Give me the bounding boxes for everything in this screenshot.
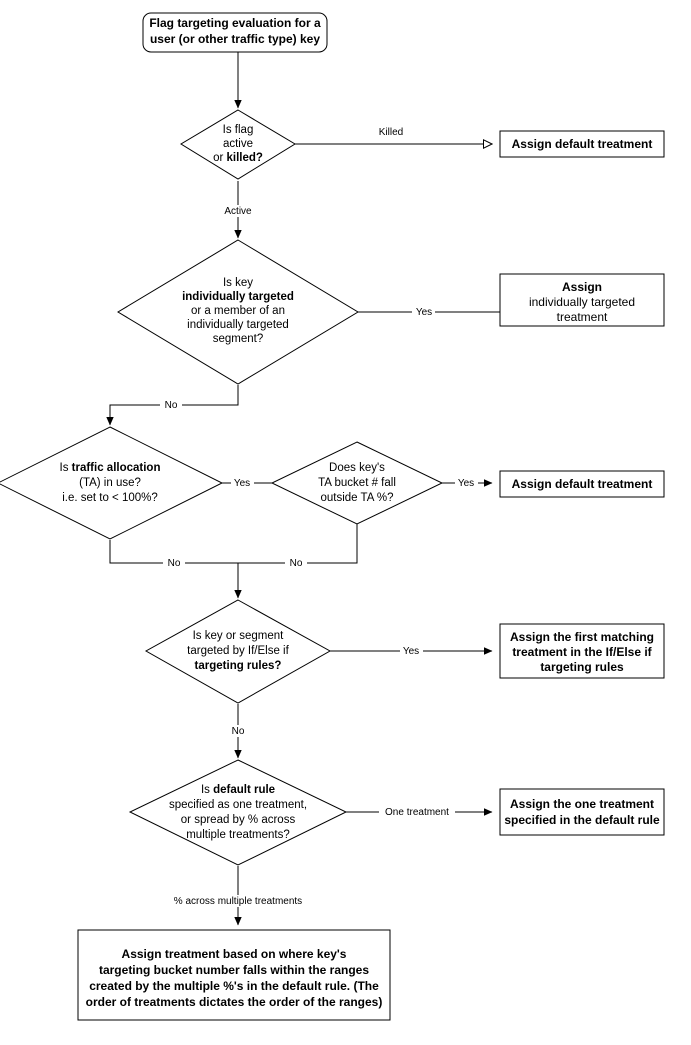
box-percent-spread-shape [77, 929, 391, 1021]
decision-ta-bucket-line-3: outside TA %? [320, 492, 393, 504]
node-decision-individually-targeted[interactable]: Is key individually targeted or a member… [117, 239, 359, 385]
decision-ta-bucket-shape [270, 441, 444, 525]
edge-traffic-allocation-no-to-if-else [109, 540, 238, 564]
box-percent-spread-line-1: Assign treatment based on where key's [122, 947, 347, 961]
label-bg-no-ta [163, 557, 185, 569]
start-line-2: user (or other traffic type) key [150, 32, 320, 46]
edge-label-one-treatment: One treatment [385, 807, 449, 818]
decision-ta-bucket-line-1: Does key's [329, 462, 385, 474]
box-first-matching-treatment-shape [499, 623, 665, 679]
node-box-default-treatment-2[interactable]: Assign default treatment [499, 470, 665, 498]
node-decision-flag-active[interactable]: Is flag active or killed? [180, 109, 296, 180]
box-individually-targeted-treatment-line-2: individually targeted [529, 295, 635, 309]
box-default-treatment-1-line-1: Assign default treatment [512, 137, 653, 151]
label-bg-yes-ta [231, 477, 254, 489]
edge-label-no-ta-bucket: No [290, 558, 303, 569]
edge-label-yes-ta-bucket: Yes [458, 478, 474, 489]
edge-label-no-if-else: No [232, 726, 245, 737]
box-default-treatment-2-shape [499, 470, 665, 498]
decision-individually-targeted-line-3: or a member of an [191, 305, 285, 317]
decision-individually-targeted-line-1: Is key [223, 277, 253, 289]
label-bg-no-individual [160, 399, 182, 411]
edge-ta-bucket-no-to-if-else [238, 523, 358, 564]
label-bg-no-ifelse [227, 725, 249, 737]
decision-traffic-allocation-line-2: (TA) in use? [79, 477, 141, 489]
label-bg-one-treatment [379, 806, 455, 818]
decision-individually-targeted-line-5: segment? [213, 333, 264, 345]
label-bg-killed [374, 126, 408, 138]
decision-default-rule-line-4: multiple treatments? [186, 829, 290, 841]
start-line-1: Flag targeting evaluation for a [149, 16, 321, 30]
decision-if-else-rules-line-2: targeted by If/Else if [187, 645, 289, 657]
node-box-one-treatment[interactable]: Assign the one treatment specified in th… [499, 788, 665, 836]
start-shape [142, 12, 328, 53]
edge-labels-layer: Killed Active Yes No Yes No Yes No Yes N… [160, 126, 478, 907]
edge-label-no-individually-targeted: No [165, 400, 178, 411]
box-individually-targeted-treatment-line-3: treatment [557, 310, 608, 324]
label-bg-yes-bucket [455, 477, 478, 489]
box-percent-spread-line-4: order of treatments dictates the order o… [86, 995, 383, 1009]
decision-flag-active-line-1: Is flag [223, 124, 254, 136]
edge-label-yes-if-else: Yes [403, 646, 419, 657]
decision-individually-targeted-shape [117, 239, 359, 385]
node-decision-if-else-rules[interactable]: Is key or segment targeted by If/Else if… [144, 599, 332, 704]
box-first-matching-treatment-line-1: Assign the first matching [510, 630, 654, 644]
node-box-default-treatment-1[interactable]: Assign default treatment [499, 130, 665, 158]
label-bg-percent-across [160, 895, 318, 907]
decision-traffic-allocation-shape [0, 426, 224, 540]
box-default-treatment-1-shape [499, 130, 665, 158]
decision-flag-active-shape [180, 109, 296, 180]
edge-label-no-traffic-allocation: No [168, 558, 181, 569]
decision-if-else-rules-line-1: Is key or segment [193, 630, 285, 642]
box-individually-targeted-treatment-line-1: Assign [562, 280, 602, 294]
label-bg-yes-individual [412, 306, 435, 318]
node-box-first-matching-treatment[interactable]: Assign the first matching treatment in t… [499, 623, 665, 679]
decision-individually-targeted-line-4: individually targeted [187, 319, 289, 331]
decision-individually-targeted-line-2: individually targeted [182, 291, 294, 303]
box-individually-targeted-treatment-shape [499, 273, 665, 327]
box-default-treatment-2-line-1: Assign default treatment [512, 477, 653, 491]
decision-traffic-allocation-line-3: i.e. set to < 100%? [62, 492, 158, 504]
box-one-treatment-line-1: Assign the one treatment [510, 797, 654, 811]
node-start[interactable]: Flag targeting evaluation for a user (or… [142, 12, 328, 53]
decision-if-else-rules-line-3: targeting rules? [195, 660, 282, 672]
label-bg-yes-ifelse [400, 645, 423, 657]
node-decision-ta-bucket[interactable]: Does key's TA bucket # fall outside TA %… [270, 441, 444, 525]
label-bg-no-bucket [285, 557, 307, 569]
box-percent-spread-line-2: targeting bucket number falls within the… [99, 963, 369, 977]
edge-label-percent-across: % across multiple treatments [174, 896, 302, 907]
box-percent-spread-line-3: created by the multiple %'s in the defau… [89, 979, 379, 993]
node-decision-default-rule[interactable]: Is default rule specified as one treatme… [128, 759, 348, 866]
decision-ta-bucket-line-2: TA bucket # fall [318, 477, 396, 489]
decision-default-rule-line-2: specified as one treatment, [169, 799, 307, 811]
label-bg-active [222, 205, 255, 217]
box-first-matching-treatment-line-3: targeting rules [540, 660, 624, 674]
decision-default-rule-shape [128, 759, 348, 866]
decision-default-rule-line-3: or spread by % across [181, 814, 296, 826]
decision-flag-active-line-2: active [223, 138, 253, 150]
decision-if-else-rules-shape [144, 599, 332, 704]
decision-default-rule-line-1: Is default rule [201, 784, 275, 796]
edge-label-yes-traffic-allocation: Yes [234, 478, 250, 489]
node-decision-traffic-allocation[interactable]: Is traffic allocation (TA) in use? i.e. … [0, 426, 224, 540]
decision-traffic-allocation-line-1: Is traffic allocation [60, 462, 161, 474]
box-one-treatment-line-2: specified in the default rule [504, 813, 660, 827]
edge-label-killed: Killed [379, 127, 403, 138]
node-box-individually-targeted-treatment[interactable]: Assign individually targeted treatment [499, 273, 665, 327]
decision-flag-active-line-3: or killed? [213, 152, 263, 164]
box-first-matching-treatment-line-2: treatment in the If/Else if [512, 645, 652, 659]
edge-label-active: Active [224, 206, 252, 217]
edge-label-yes-individually-targeted: Yes [416, 307, 432, 318]
box-one-treatment-shape [499, 788, 665, 836]
node-box-percent-spread[interactable]: Assign treatment based on where key's ta… [77, 929, 391, 1021]
